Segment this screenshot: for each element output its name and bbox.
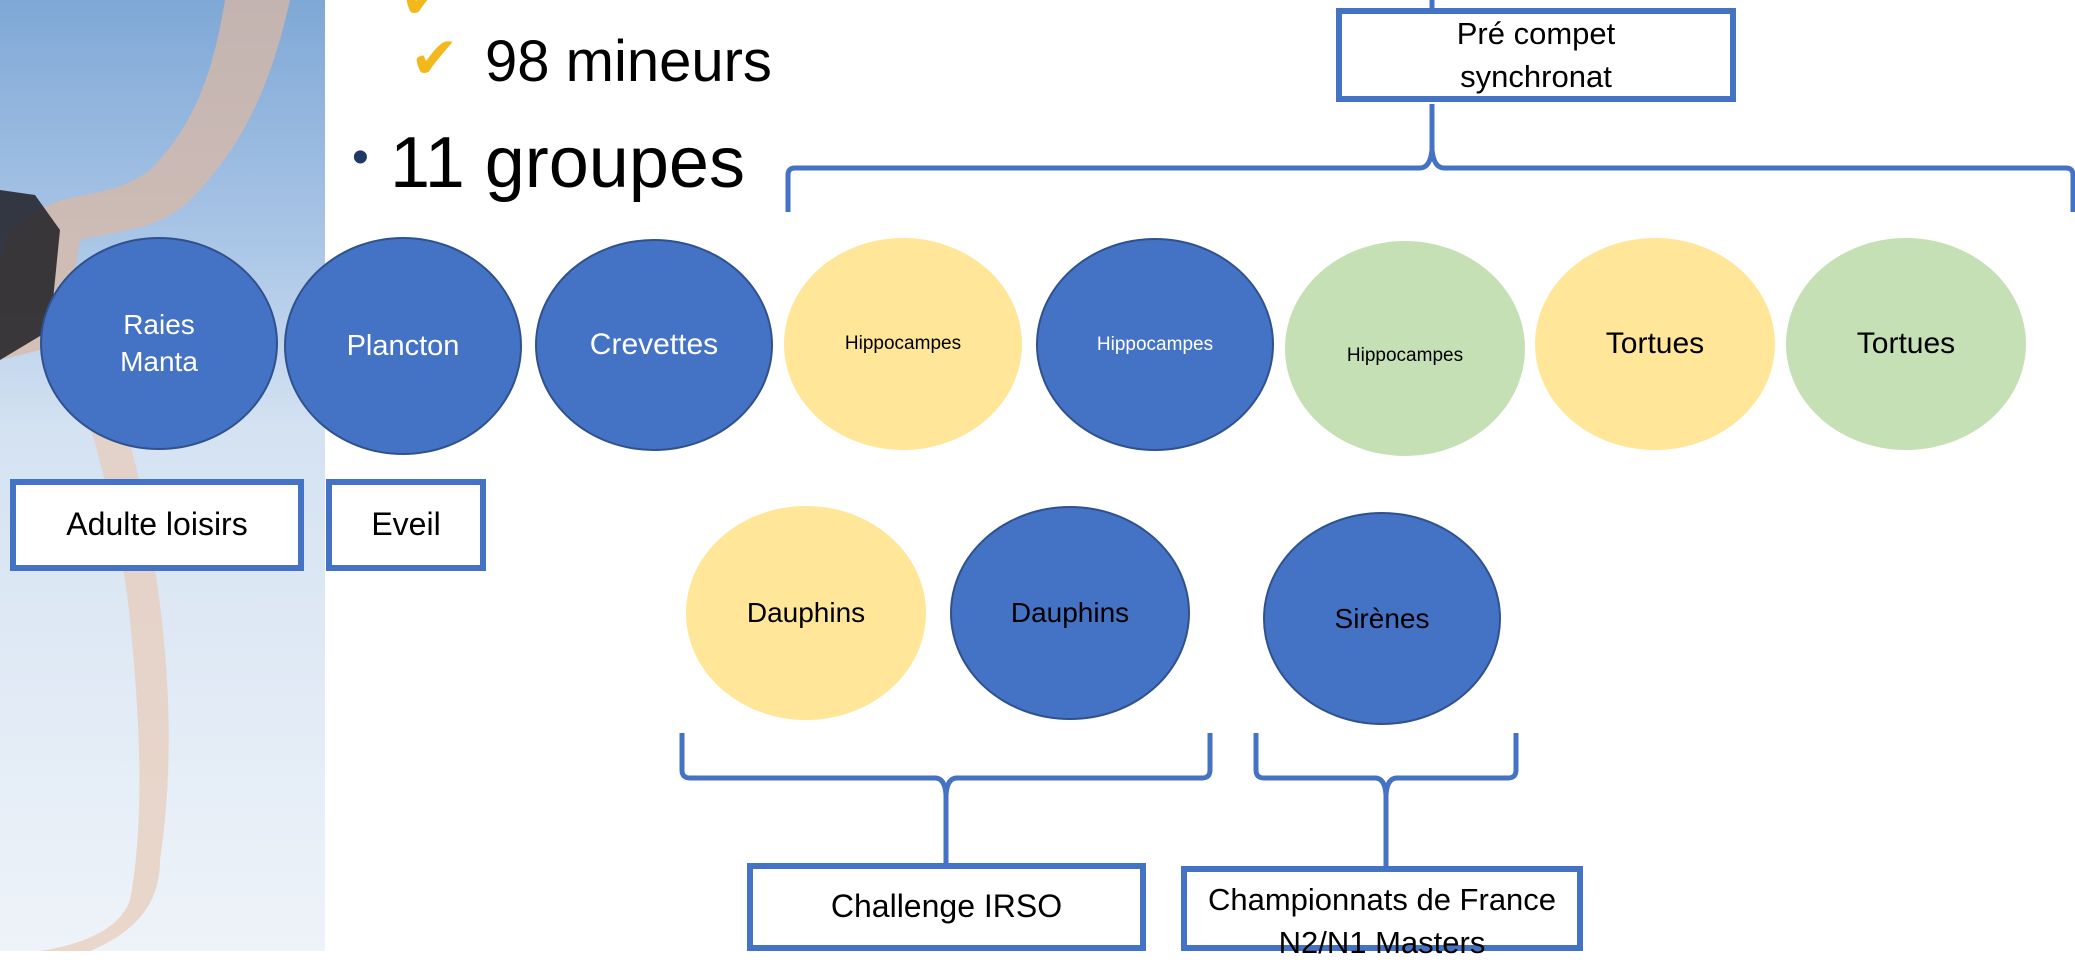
challenge-brace	[679, 733, 1213, 865]
circle-label: Sirènes	[1334, 602, 1430, 634]
group-circle-raies-manta: Raies Manta	[40, 237, 278, 450]
circle-label: Dauphins	[1010, 597, 1130, 628]
circle-label: Tortues	[1856, 327, 1956, 360]
circle-label: Hippocampes	[1346, 344, 1464, 366]
group-circle-hippocampes-yellow: Hippocampes	[784, 238, 1022, 450]
group-circle-tortues-yellow: Tortues	[1535, 238, 1775, 450]
circle-label: Plancton	[346, 329, 460, 362]
checkmark-icon: ✔	[400, 0, 449, 28]
box-label: Eveil	[371, 506, 441, 543]
group-circle-hippocampes-blue: Hippocampes	[1036, 238, 1274, 451]
challenge-irso-box: Challenge IRSO	[747, 863, 1146, 951]
group-circle-dauphins-blue: Dauphins	[950, 506, 1190, 720]
circle-label: Crevettes	[589, 328, 719, 361]
group-circle-sirenes: Sirènes	[1263, 512, 1501, 725]
pre-compet-box: Pré compet synchronat	[1336, 8, 1736, 102]
bullet-dot: •	[352, 131, 369, 184]
group-circle-dauphins-yellow: Dauphins	[686, 506, 926, 720]
group-circle-plancton: Plancton	[284, 237, 522, 455]
minors-bullet: 98 mineurs	[485, 29, 772, 94]
championnats-brace	[1253, 733, 1519, 868]
circle-label: Dauphins	[746, 597, 866, 628]
box-label: Adulte loisirs	[66, 506, 248, 543]
group-circle-crevettes: Crevettes	[535, 239, 773, 451]
box-label: Challenge IRSO	[830, 888, 1063, 925]
championnats-box: Championnats de France N2/N1 Masters	[1181, 866, 1583, 960]
groups-bullet: 11 groupes	[390, 123, 745, 203]
checkmark-icon: ✔	[410, 26, 459, 91]
box-label: Pré compet synchronat	[1456, 15, 1616, 94]
adulte-loisirs-box: Adulte loisirs	[10, 479, 304, 571]
circle-label: Hippocampes	[844, 333, 962, 354]
eveil-box: Eveil	[326, 479, 486, 571]
group-circle-hippocampes-green: Hippocampes	[1285, 241, 1525, 456]
box-label: Championnats de France N2/N1 Masters	[1207, 882, 1557, 961]
circle-label: Hippocampes	[1096, 333, 1214, 355]
circle-label: Raies Manta	[120, 309, 198, 377]
pre-compet-brace	[785, 104, 2075, 212]
group-circle-tortues-green: Tortues	[1786, 238, 2026, 450]
circle-label: Tortues	[1605, 327, 1705, 360]
